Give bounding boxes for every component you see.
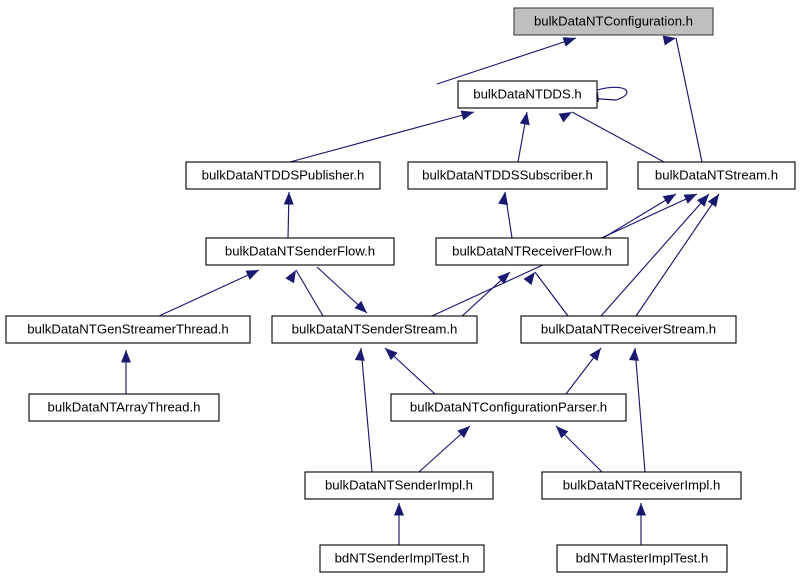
graph-node-sendertest[interactable]: bdNTSenderImplTest.h — [319, 544, 485, 573]
graph-edge — [498, 191, 513, 239]
graph-edge — [600, 193, 710, 317]
node-box[interactable] — [271, 315, 478, 344]
graph-edge — [558, 111, 665, 163]
graph-edge — [158, 269, 260, 317]
graph-edge — [436, 37, 577, 85]
graph-node-ddssub[interactable]: bulkDataNTDDSSubscriber.h — [407, 161, 608, 190]
node-box[interactable] — [457, 80, 598, 109]
graph-edge — [635, 193, 720, 317]
node-label: bulkDataNTSenderStream.h — [292, 321, 458, 336]
node-box[interactable] — [304, 471, 494, 500]
graph-node-genthread[interactable]: bulkDataNTGenStreamerThread.h — [5, 315, 251, 344]
graph-edge — [629, 347, 646, 473]
node-box[interactable] — [407, 161, 608, 190]
node-box[interactable] — [205, 237, 395, 266]
node-label: bdNTMasterImplTest.h — [576, 550, 709, 565]
node-label: bulkDataNTStream.h — [655, 167, 778, 182]
node-box[interactable] — [556, 544, 728, 573]
graph-node-senderimpl[interactable]: bulkDataNTSenderImpl.h — [304, 471, 494, 500]
node-label: bulkDataNTGenStreamerThread.h — [27, 321, 229, 336]
graph-edge — [565, 347, 602, 395]
node-label: bdNTSenderImplTest.h — [335, 550, 470, 565]
graph-edge — [555, 425, 603, 473]
graph-edge — [289, 110, 475, 163]
graph-edge — [283, 191, 294, 239]
graph-node-cfgparser[interactable]: bulkDataNTConfigurationParser.h — [390, 393, 627, 422]
graph-edge — [636, 503, 646, 545]
graph-node-senderstream[interactable]: bulkDataNTSenderStream.h — [271, 315, 478, 344]
graph-edge — [418, 425, 471, 473]
graph-edge — [285, 269, 324, 317]
node-box[interactable] — [637, 161, 796, 190]
node-label: bulkDataNTSenderImpl.h — [325, 477, 473, 492]
graph-edge — [602, 193, 677, 239]
node-label: bulkDataNTConfigurationParser.h — [410, 399, 607, 414]
graph-node-arraythread[interactable]: bulkDataNTArrayThread.h — [28, 393, 220, 422]
graph-edge — [394, 503, 404, 545]
graph-edge — [517, 111, 530, 163]
node-label: bulkDataNTConfiguration.h — [534, 13, 693, 28]
node-label: bulkDataNTDDS.h — [473, 86, 581, 101]
graph-node-ddspub[interactable]: bulkDataNTDDSPublisher.h — [185, 161, 381, 190]
node-box[interactable] — [319, 544, 485, 573]
node-label: bulkDataNTArrayThread.h — [48, 399, 201, 414]
graph-edge — [459, 271, 511, 319]
node-box[interactable] — [513, 7, 714, 36]
graph-node-stream[interactable]: bulkDataNTStream.h — [637, 161, 796, 190]
node-label: bulkDataNTSenderFlow.h — [225, 243, 375, 258]
node-box[interactable] — [5, 315, 251, 344]
node-box[interactable] — [390, 393, 627, 422]
node-label: bulkDataNTDDSSubscriber.h — [422, 167, 593, 182]
node-label: bulkDataNTReceiverImpl.h — [563, 477, 721, 492]
edge-layer — [121, 35, 720, 545]
graph-edge — [316, 266, 368, 314]
graph-edge — [523, 271, 569, 317]
graph-node-receiverstream[interactable]: bulkDataNTReceiverStream.h — [520, 315, 737, 344]
graph-edge — [121, 350, 131, 394]
graph-edge — [384, 347, 436, 395]
node-label: bulkDataNTReceiverStream.h — [541, 321, 716, 336]
graph-node-receiverimpl[interactable]: bulkDataNTReceiverImpl.h — [541, 471, 742, 500]
node-label: bulkDataNTReceiverFlow.h — [452, 243, 612, 258]
node-box[interactable] — [28, 393, 220, 422]
node-box[interactable] — [541, 471, 742, 500]
graph-node-senderflow[interactable]: bulkDataNTSenderFlow.h — [205, 237, 395, 266]
node-box[interactable] — [185, 161, 381, 190]
node-box[interactable] — [435, 237, 629, 266]
node-label: bulkDataNTDDSPublisher.h — [202, 167, 365, 182]
node-box[interactable] — [520, 315, 737, 344]
graph-edge — [354, 347, 373, 473]
graph-node-config[interactable]: bulkDataNTConfiguration.h — [513, 7, 714, 36]
graph-node-receiverflow[interactable]: bulkDataNTReceiverFlow.h — [435, 237, 629, 266]
graph-node-mastertest[interactable]: bdNTMasterImplTest.h — [556, 544, 728, 573]
graph-node-dds[interactable]: bulkDataNTDDS.h — [457, 80, 598, 109]
graph-edge — [662, 35, 703, 163]
node-layer: bulkDataNTConfiguration.h bulkDataNTDDS.h… — [5, 7, 796, 573]
